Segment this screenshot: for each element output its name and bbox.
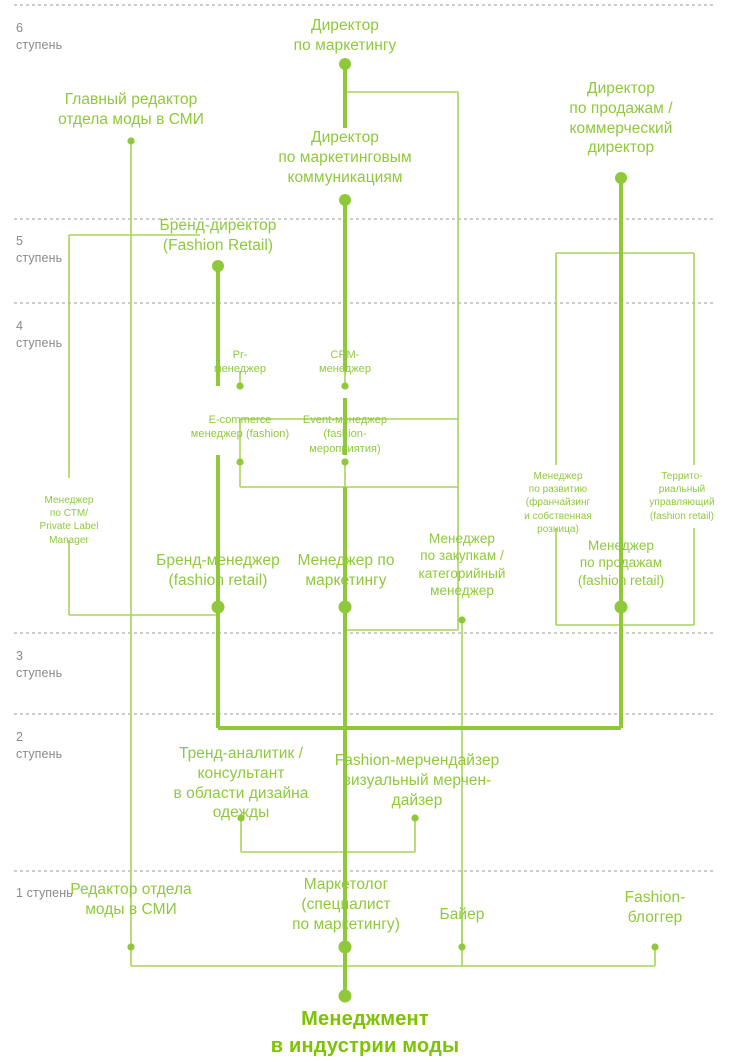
level-label-3: 3 ступень xyxy=(16,649,63,680)
node-trend-analitik[interactable]: Тренд-аналитик / консультант в области д… xyxy=(173,745,309,822)
node-event-manager[interactable]: Event-менеджер (fashion- мероприятия) xyxy=(302,414,388,455)
node-redaktor-otdela-mody[interactable]: Редактор отдела моды в СМИ xyxy=(70,881,192,918)
node-manager-po-marketingu[interactable]: Менеджер по маркетингу xyxy=(297,552,395,589)
node-manager-po-razvitiyu[interactable]: Менеджер по развитию (франчайзинг и собс… xyxy=(524,471,592,535)
node-glavny-redaktor[interactable]: Главный редактор отдела моды в СМИ xyxy=(58,91,204,128)
node-manager-po-zakupkam[interactable]: Менеджер по закупкам / категорийный мене… xyxy=(418,531,506,598)
diagram-title: Менеджмент в индустрии моды xyxy=(270,1008,460,1057)
node-director-po-marketingu[interactable]: Директор по маркетингу xyxy=(293,17,397,54)
node-fashion-blogger[interactable]: Fashion- блоггер xyxy=(624,889,686,926)
node-territorialny-upravlyayushchiy[interactable]: Террито- риальный управляющий (fashion r… xyxy=(649,471,715,522)
node-director-po-prodazham[interactable]: Директор по продажам / коммерческий дире… xyxy=(569,80,673,157)
level-label-1: 1 ступень xyxy=(16,886,73,900)
node-brand-director[interactable]: Бренд-директор (Fashion Retail) xyxy=(159,217,277,254)
node-pr-manager[interactable]: Pr- менеджер xyxy=(213,349,267,376)
level-label-2: 2 ступень xyxy=(16,730,63,761)
level-label-4: 4 ступень xyxy=(16,319,63,350)
node-brand-manager[interactable]: Бренд-менеджер (fashion retail) xyxy=(156,552,280,589)
node-fashion-merchandiser[interactable]: Fashion-мерчендайзер визуальный мерчен- … xyxy=(334,752,500,809)
level-label-6: 6 ступень xyxy=(16,21,63,52)
node-manager-ctm[interactable]: Менеджер по СТМ/ Private Label Manager xyxy=(39,495,99,546)
node-bayer[interactable]: Байер xyxy=(439,906,485,923)
node-crm-manager[interactable]: CRM- менеджер xyxy=(318,349,372,376)
node-director-marketing-comms[interactable]: Директор по маркетинговым коммуникациям xyxy=(278,129,412,186)
level-label-5: 5 ступень xyxy=(16,234,63,265)
node-marketolog[interactable]: Маркетолог (специалист по маркетингу) xyxy=(292,876,400,933)
node-manager-po-prodazham[interactable]: Менеджер по продажам (fashion retail) xyxy=(577,538,665,588)
node-ecommerce-manager[interactable]: E-commerce менеджер (fashion) xyxy=(190,414,290,441)
